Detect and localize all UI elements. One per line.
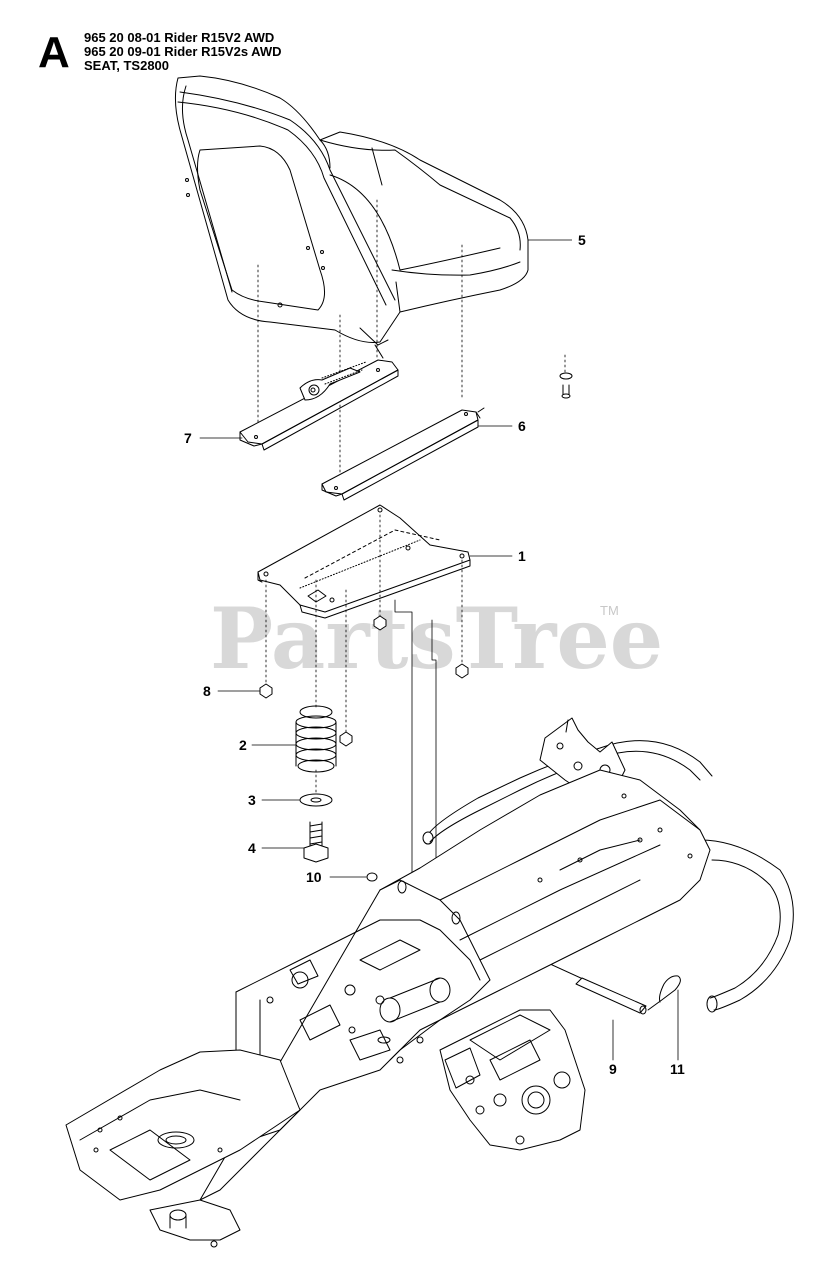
frame-assembly [65,717,794,1248]
callout-2[interactable]: 2 [239,737,247,753]
spring-part[interactable] [295,705,337,773]
header-part-name: SEAT, TS2800 [84,58,170,73]
callout-8[interactable]: 8 [203,683,211,699]
callout-7[interactable]: 7 [184,430,192,446]
callout-9[interactable]: 9 [609,1061,617,1077]
washer-screw-part[interactable] [559,372,573,399]
watermark: PartsTree [210,589,663,688]
slide-rail-right-part[interactable] [321,407,485,501]
callout-5[interactable]: 5 [578,232,586,248]
callout-6[interactable]: 6 [518,418,526,434]
clip-part[interactable] [366,872,378,882]
header-model-line-1: 965 20 08-01 Rider R15V2 AWD [84,30,275,45]
washer-part[interactable] [299,793,333,807]
seat-part[interactable] [174,75,529,346]
watermark-tm: TM [600,603,619,618]
slide-rail-left-part[interactable] [239,344,399,451]
hairpin-clip-part[interactable] [647,975,681,1011]
callout-4[interactable]: 4 [248,840,256,856]
nut-part[interactable] [259,615,469,747]
callout-11[interactable]: 11 [670,1061,685,1077]
section-letter: A [38,28,70,77]
callout-10[interactable]: 10 [306,869,322,885]
seat-plate-part[interactable] [257,504,471,619]
header-model-line-2: 965 20 09-01 Rider R15V2s AWD [84,44,282,59]
bolt-part[interactable] [303,821,329,863]
callout-3[interactable]: 3 [248,792,256,808]
callout-1[interactable]: 1 [518,548,526,564]
